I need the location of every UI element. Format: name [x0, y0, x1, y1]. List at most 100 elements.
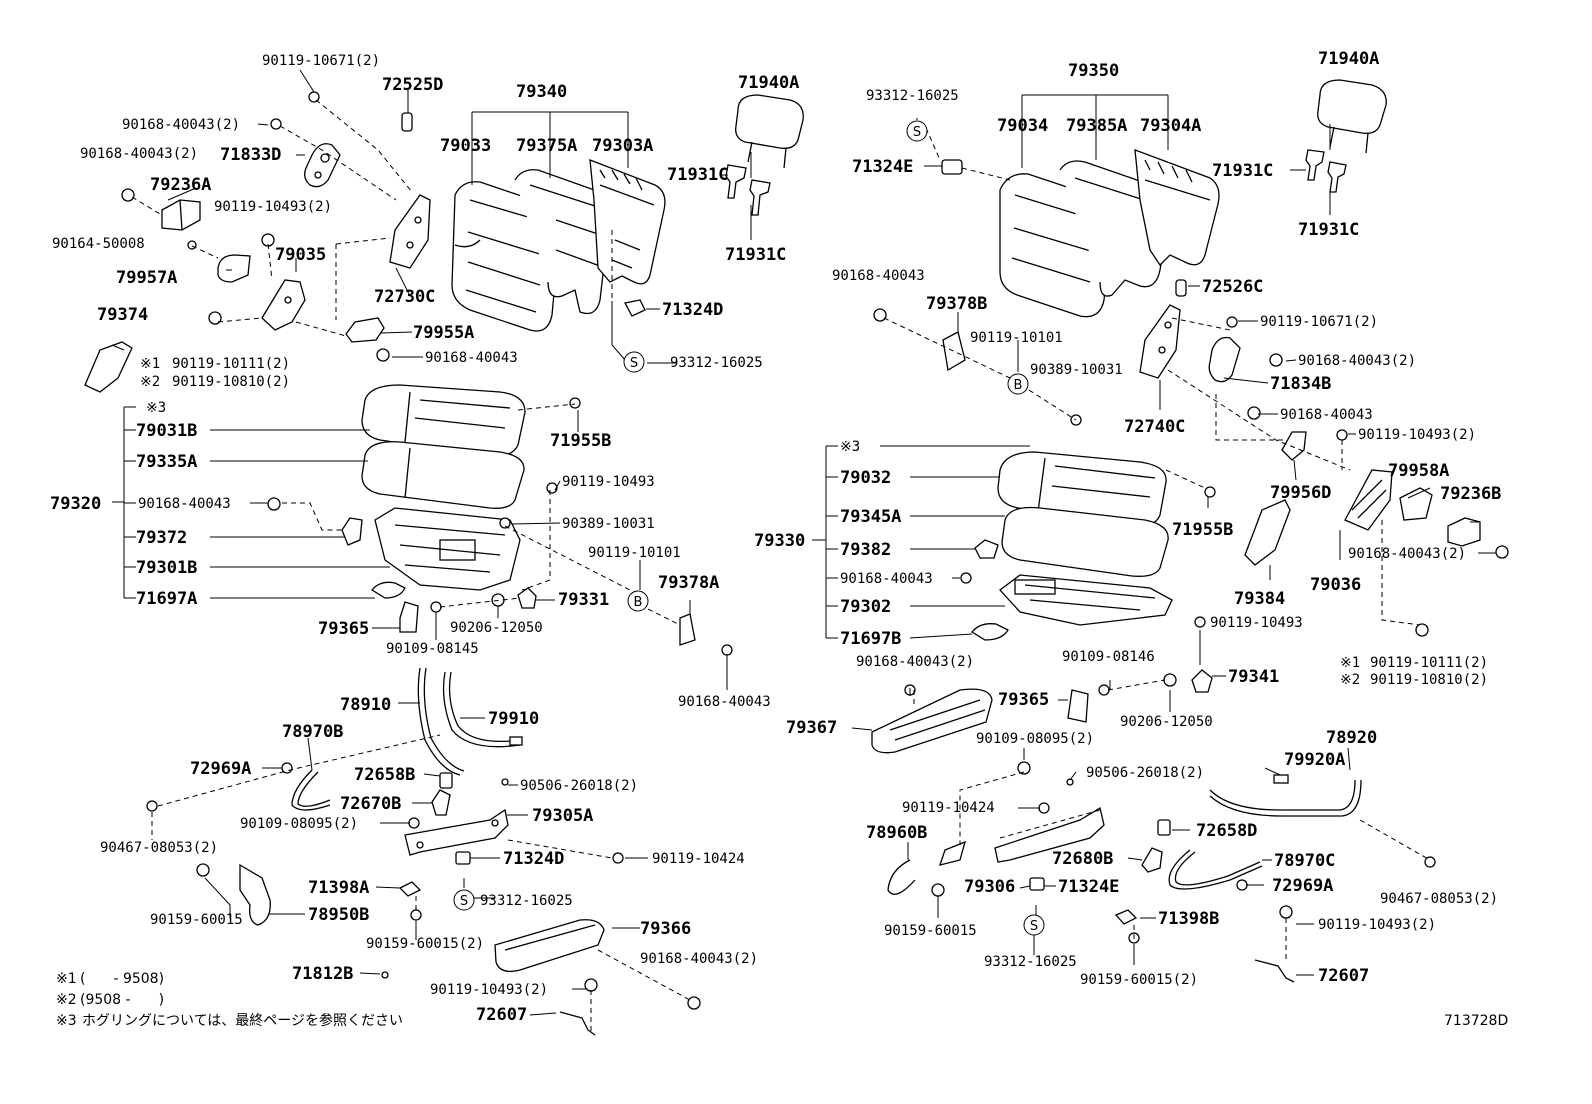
band-78970B: [291, 769, 331, 811]
part-label: 93312-16025: [984, 954, 1077, 970]
part-label: 78920: [1326, 728, 1377, 748]
part-label: 90119-10101: [588, 545, 681, 561]
seatback-frame-79304A: [1134, 149, 1220, 267]
part-label: 71324D: [662, 300, 723, 320]
part-label: 79303A: [592, 136, 653, 156]
part-label: 90168-40043(2): [856, 654, 974, 670]
part-label: 72730C: [374, 287, 435, 307]
part-label: 71833D: [220, 145, 281, 165]
part-label: 90168-40043(2): [1348, 546, 1466, 562]
part-label: 90119-10493: [562, 474, 655, 490]
part-label: 90119-10810(2): [1370, 672, 1488, 688]
cover-79957A: [217, 254, 251, 283]
footnote-2-text: (9508 - ): [80, 992, 164, 1008]
part-label: 78970B: [282, 722, 343, 742]
clip-71398B: [1114, 909, 1138, 925]
part-label: 90506-26018(2): [520, 778, 638, 794]
part-label: 79910: [488, 709, 539, 729]
right-labels: 79350 71940A 93312-16025 79034 79385A 79…: [754, 49, 1501, 988]
seatback-frame-79375A: [514, 169, 611, 315]
part-label: 79372: [136, 528, 187, 548]
part-label: 90159-60015: [150, 912, 243, 928]
part-label: 90168-40043(2): [640, 951, 758, 967]
hook-72607-r: [1254, 959, 1295, 983]
part-label: 90168-40043: [1280, 407, 1373, 423]
seat-frame-79301B: [374, 507, 521, 591]
part-label: 90159-60015: [884, 923, 977, 939]
left-assembly: [84, 91, 804, 1036]
hook-72607: [559, 1011, 596, 1036]
part-label: 90119-10671(2): [262, 53, 380, 69]
marker-s-3: [906, 120, 928, 142]
right-assembly: [871, 79, 1509, 983]
part-label: 79330: [754, 531, 805, 551]
part-label: 78950B: [308, 905, 369, 925]
hinge-79956D: [1281, 431, 1307, 461]
clip-72670B: [431, 789, 451, 816]
part-label: 79304A: [1140, 116, 1201, 136]
cable-79910: [442, 671, 523, 748]
part-label: 90109-08145: [386, 641, 479, 657]
bracket-79306: [994, 806, 1105, 863]
part-label: 79957A: [116, 268, 177, 288]
part-label: 90168-40043(2): [122, 117, 240, 133]
part-label: 72969A: [190, 759, 251, 779]
part-label: 72969A: [1272, 876, 1333, 896]
bracket-79378A: [679, 613, 696, 646]
part-label: 79340: [516, 82, 567, 102]
bracket-79365: [399, 601, 419, 633]
part-label: 79236B: [1440, 484, 1501, 504]
seat-cushion-79031B: [361, 384, 526, 457]
part-label: 90119-10493(2): [430, 982, 548, 998]
part-label: 79382: [840, 540, 891, 560]
part-label: 90109-08146: [1062, 649, 1155, 665]
part-label: 72658B: [354, 765, 415, 785]
bracket-79384: [1244, 499, 1291, 566]
bracket-79365-r: [1067, 689, 1089, 723]
hinge-79035: [261, 279, 306, 331]
part-label: 71697B: [840, 629, 901, 649]
part-label: 71398B: [1158, 909, 1219, 929]
part-label: 79367: [786, 718, 837, 738]
part-label: 90119-10493(2): [1358, 427, 1476, 443]
part-label: 78960B: [866, 823, 927, 843]
part-label: 71955B: [550, 431, 611, 451]
part-label: 79035: [275, 245, 326, 265]
cover-71833D: [304, 143, 341, 188]
part-label: 90119-10493(2): [214, 199, 332, 215]
seat-frame-79302: [999, 574, 1173, 626]
cable-78920-79920A: [1209, 774, 1362, 817]
clip-72658D: [1157, 819, 1171, 836]
bracket-79331: [517, 587, 537, 609]
part-label: 79236A: [150, 175, 211, 195]
part-label: 72525D: [382, 75, 443, 95]
part-label: 79335A: [136, 452, 197, 472]
part-label: 90109-08095(2): [976, 731, 1094, 747]
part-label: 79378A: [658, 573, 719, 593]
part-label: 79032: [840, 468, 891, 488]
part-label: 90119-10111(2): [172, 356, 290, 372]
part-label: 90119-10424: [652, 851, 745, 867]
part-label: 72740C: [1124, 417, 1185, 437]
band-78970C: [1168, 849, 1263, 890]
cover-79236B: [1447, 517, 1481, 547]
note-mark: ※2: [140, 374, 160, 390]
part-label: 90109-08095(2): [240, 816, 358, 832]
part-label: 93312-16025: [670, 355, 763, 371]
part-label: 71955B: [1172, 520, 1233, 540]
bracket-79372: [341, 517, 363, 546]
marker-s-1-text: S: [630, 356, 638, 371]
headrest-71940A-r: [1317, 79, 1387, 154]
seatback-frame-79303A: [589, 159, 666, 285]
part-label: 71398A: [308, 878, 369, 898]
cover-79366: [494, 919, 605, 973]
part-label: 79384: [1234, 589, 1285, 609]
part-label: 79305A: [532, 806, 593, 826]
seat-pad-79335A: [361, 441, 525, 509]
headrest-71940A: [735, 94, 804, 169]
part-label: 90168-40043(2): [80, 146, 198, 162]
band-71697B: [971, 623, 1009, 641]
part-label: 90467-08053(2): [100, 840, 218, 856]
diagram-code: 713728D: [1444, 1013, 1508, 1029]
